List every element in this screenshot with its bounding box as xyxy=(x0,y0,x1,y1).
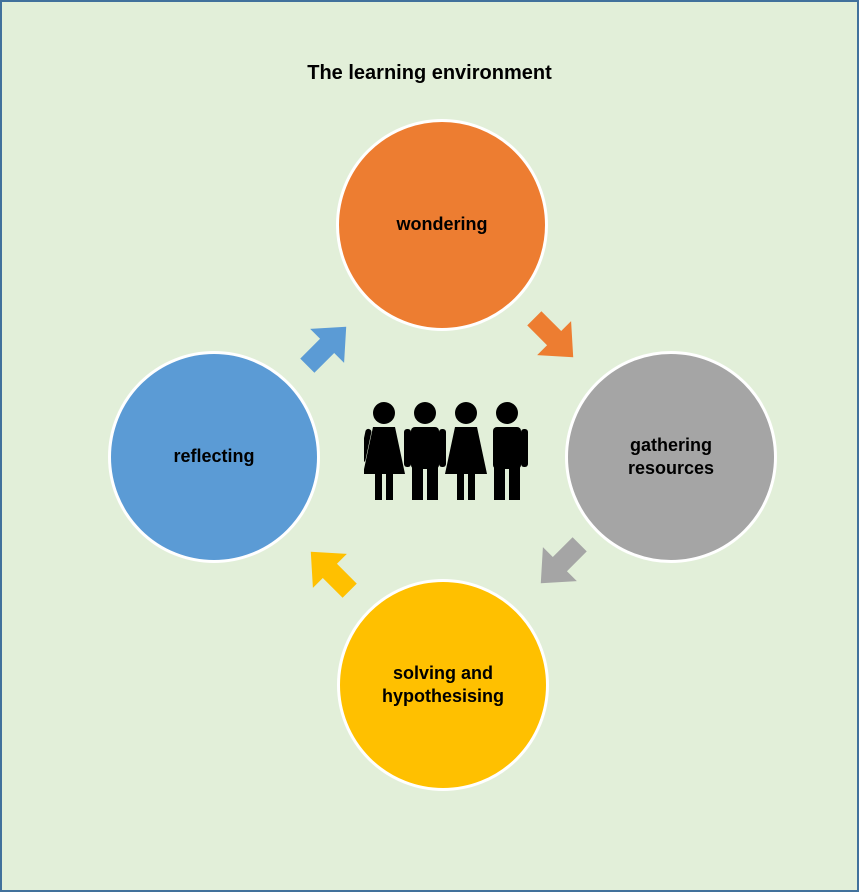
node-gathering-resources: gathering resources xyxy=(565,351,777,563)
node-solving-hypothesising-label: solving and hypothesising xyxy=(381,662,504,706)
person-girl-icon xyxy=(364,402,405,500)
person-boy-icon xyxy=(493,402,528,500)
node-gathering-resources-label: gathering resources xyxy=(627,434,715,478)
arrow-reflecting-to-wondering-icon xyxy=(300,326,347,373)
diagram-title: The learning environment xyxy=(307,62,552,84)
node-wondering-label: wondering xyxy=(396,214,488,235)
person-girl-icon xyxy=(445,402,487,500)
node-solving-hypothesising: solving and hypothesising xyxy=(337,579,549,791)
person-boy-icon xyxy=(404,402,446,500)
node-reflecting: reflecting xyxy=(108,351,320,563)
node-wondering: wondering xyxy=(336,119,548,331)
node-reflecting-label: reflecting xyxy=(173,446,255,467)
arrow-gathering-to-solving-icon xyxy=(540,537,587,584)
group-of-people-icon xyxy=(364,402,528,500)
arrow-solving-to-reflecting-icon xyxy=(310,551,357,598)
arrow-wondering-to-gathering-icon xyxy=(527,311,574,358)
